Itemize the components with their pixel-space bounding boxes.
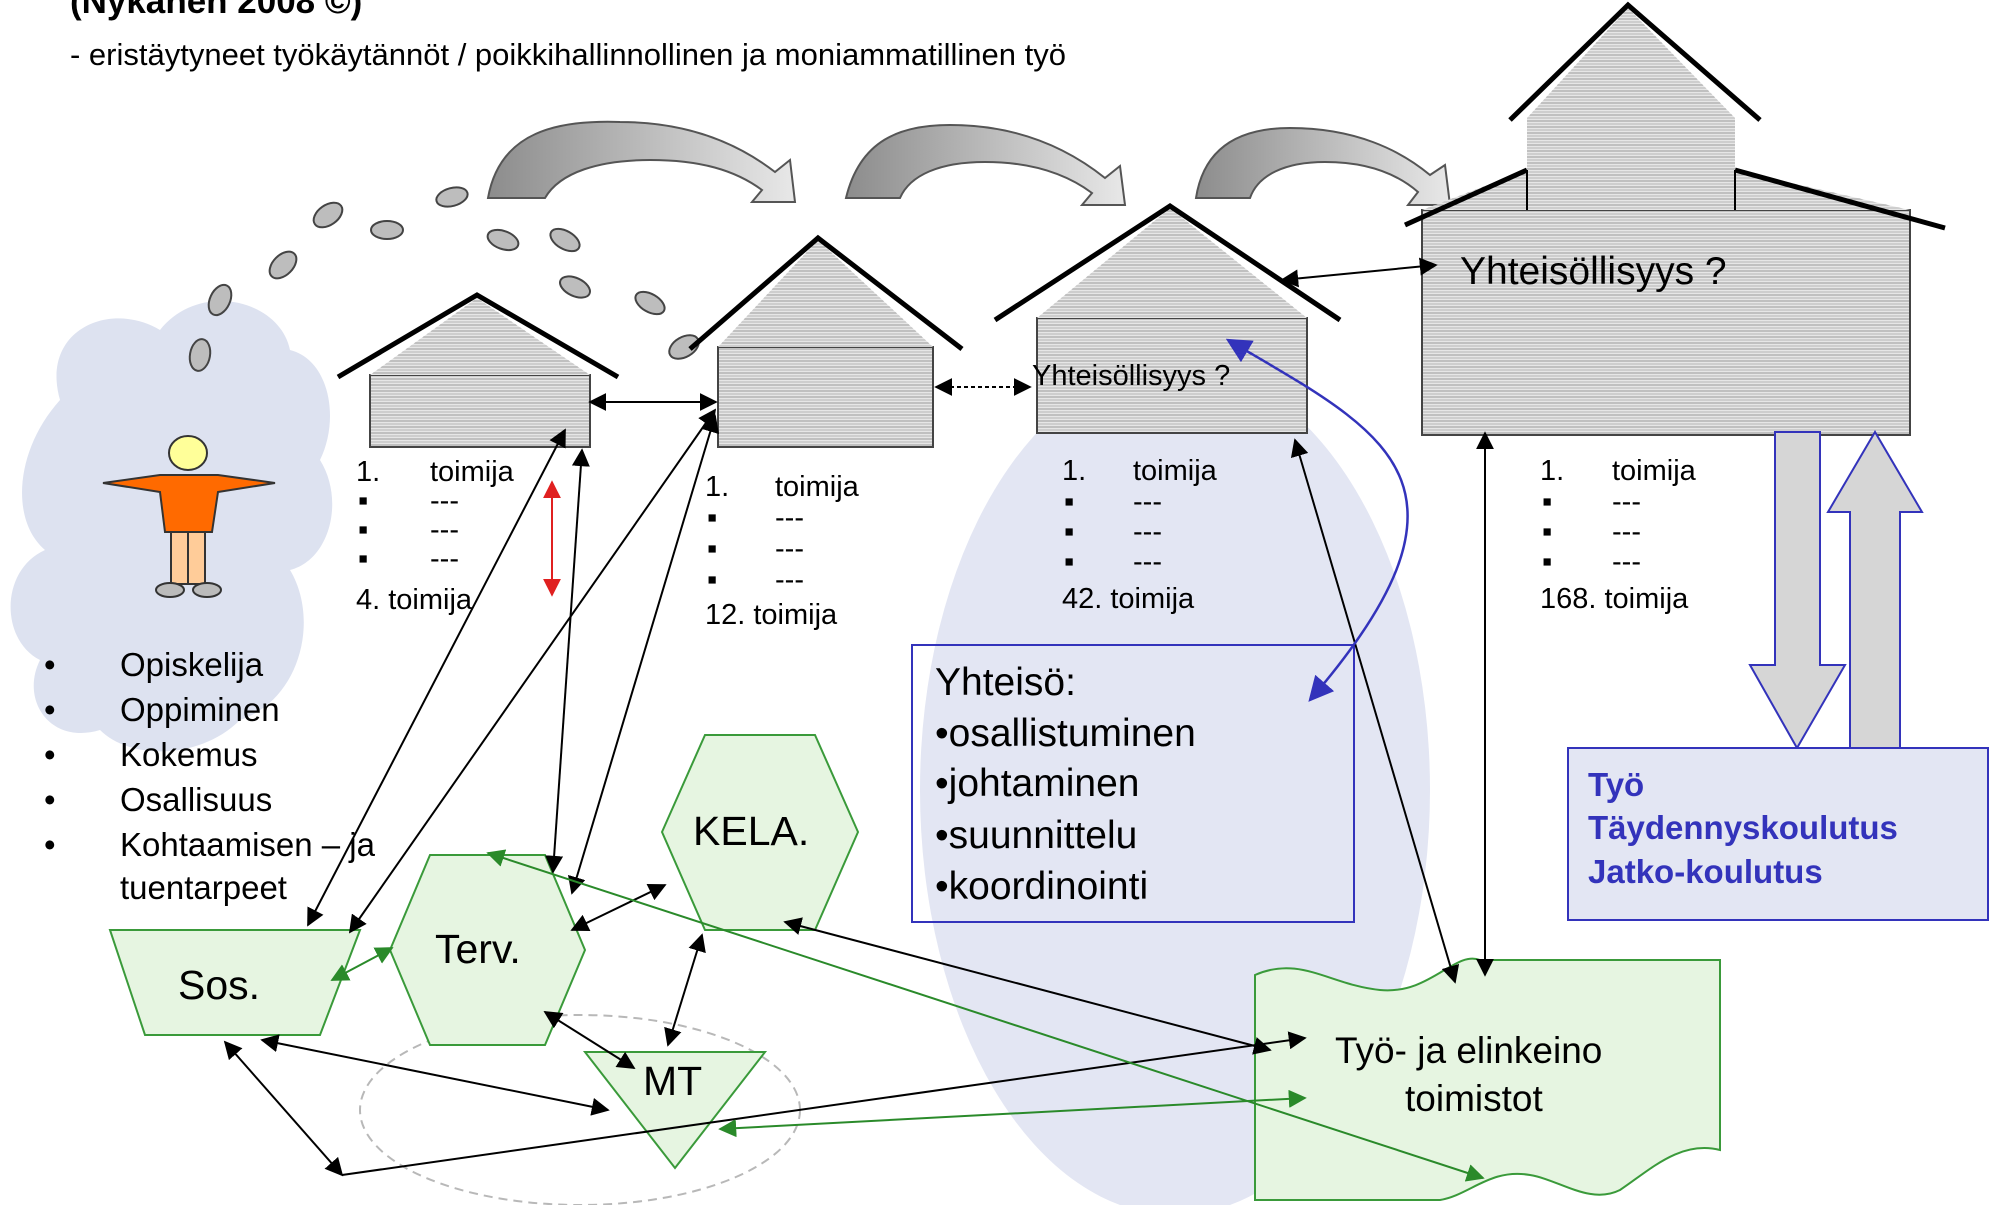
- house-1: [336, 292, 620, 448]
- person-list-item: Kokemus: [120, 736, 258, 773]
- house-2-bullet: ▪: [707, 533, 718, 565]
- person-list-item: tuentarpeet: [120, 869, 287, 906]
- house-2-first-num: 1.: [705, 471, 730, 503]
- work-box-line: Jatko-koulutus: [1588, 853, 1823, 890]
- work-box-line: Työ: [1588, 766, 1645, 803]
- person-list-item: Oppiminen: [120, 691, 280, 728]
- house-3-first-label: toimija: [1133, 455, 1217, 487]
- house-1-first-label: toimija: [430, 456, 514, 488]
- house-2-dots-3: ---: [775, 564, 804, 596]
- house-3-dots-1: ---: [1133, 486, 1162, 518]
- house-3-bullet: ▪: [1064, 546, 1075, 578]
- house-1-dots-3: ---: [430, 543, 459, 575]
- house-3-last: 42. toimija: [1062, 583, 1195, 615]
- sos-label: Sos.: [178, 962, 261, 1008]
- house-3: [993, 203, 1342, 434]
- stepping-stones: [188, 186, 700, 372]
- house-2-bullet: ▪: [707, 564, 718, 596]
- house-1-first-num: 1.: [356, 456, 381, 488]
- house-4: [1403, 1, 1946, 436]
- tyo-label-line1: Työ- ja elinkeino: [1335, 1030, 1603, 1071]
- house-4-bullet: ▪: [1542, 546, 1553, 578]
- person-list-item: Osallisuus: [120, 781, 273, 818]
- mt-label: MT: [643, 1058, 703, 1104]
- curved-arrow-2: [844, 123, 1127, 206]
- dashed-ellipse: [359, 1014, 801, 1206]
- house-4-first-label: toimija: [1612, 455, 1696, 487]
- house-4-last: 168. toimija: [1540, 583, 1689, 615]
- curved-arrow-3: [1194, 126, 1452, 206]
- work-box-border: [1567, 747, 1989, 921]
- kela-label: KELA.: [693, 808, 810, 854]
- house-4-bullet: ▪: [1542, 486, 1553, 518]
- house-4-dots-3: ---: [1612, 546, 1641, 578]
- block-arrow-down: [1748, 431, 1847, 751]
- house-1-dots-1: ---: [430, 485, 459, 517]
- house-3-inner-label: Yhteisöllisyys ?: [1032, 360, 1231, 392]
- house-4-inner-label: Yhteisöllisyys ?: [1460, 250, 1727, 293]
- person-list-bullet: •: [44, 646, 56, 683]
- house-1-last: 4. toimija: [356, 584, 473, 616]
- house-2-dots-1: ---: [775, 502, 804, 534]
- house-4-dots-2: ---: [1612, 516, 1641, 548]
- house-4-dots-1: ---: [1612, 486, 1641, 518]
- blue-curved-arrow: [1225, 338, 1409, 702]
- house-4-first-num: 1.: [1540, 455, 1565, 487]
- curved-arrow-1: [486, 120, 797, 203]
- green-arrows: [330, 849, 1485, 1182]
- work-box-line: Täydennyskoulutus: [1588, 809, 1898, 846]
- person-list-bullet: •: [44, 781, 56, 818]
- curved-arrows: [486, 120, 1452, 206]
- house-3-bullet: ▪: [1064, 516, 1075, 548]
- house-2-dots-2: ---: [775, 533, 804, 565]
- person-figure: [102, 435, 276, 598]
- person-list-bullet: •: [44, 826, 56, 863]
- yhteiso-title: Yhteisö:: [935, 661, 1076, 704]
- yhteiso-item: •suunnittelu: [935, 814, 1138, 857]
- house-4-bullet: ▪: [1542, 516, 1553, 548]
- house-1-bullet: ▪: [358, 543, 369, 575]
- house-2: [688, 234, 964, 448]
- yhteiso-item: •johtaminen: [935, 762, 1140, 805]
- terv-label: Terv.: [435, 926, 521, 972]
- page-title: (Nykänen 2008 ©): [70, 0, 363, 21]
- person-list-item: Kohtaamisen – ja: [120, 826, 375, 863]
- yhteiso-item: •koordinointi: [935, 865, 1149, 908]
- house-1-dots-2: ---: [430, 514, 459, 546]
- house-3-dots-3: ---: [1133, 546, 1162, 578]
- house-1-bullet: ▪: [358, 514, 369, 546]
- page-subtitle: - eristäytyneet työkäytännöt / poikkihal…: [70, 37, 1066, 72]
- block-arrows: [1748, 430, 1924, 751]
- house-2-first-label: toimija: [775, 471, 859, 503]
- person-list-bullet: •: [44, 736, 56, 773]
- house-3-dots-2: ---: [1133, 516, 1162, 548]
- person-list-item: Opiskelija: [120, 646, 264, 683]
- house-2-bullet: ▪: [707, 502, 718, 534]
- house-2-last: 12. toimija: [705, 599, 838, 631]
- person-list-bullet: •: [44, 691, 56, 728]
- yhteiso-item: •osallistuminen: [935, 712, 1196, 755]
- house-3-first-num: 1.: [1062, 455, 1087, 487]
- block-arrow-up: [1826, 430, 1924, 749]
- tyo-label-line2: toimistot: [1405, 1078, 1543, 1119]
- house-3-bullet: ▪: [1064, 486, 1075, 518]
- house-1-bullet: ▪: [358, 485, 369, 517]
